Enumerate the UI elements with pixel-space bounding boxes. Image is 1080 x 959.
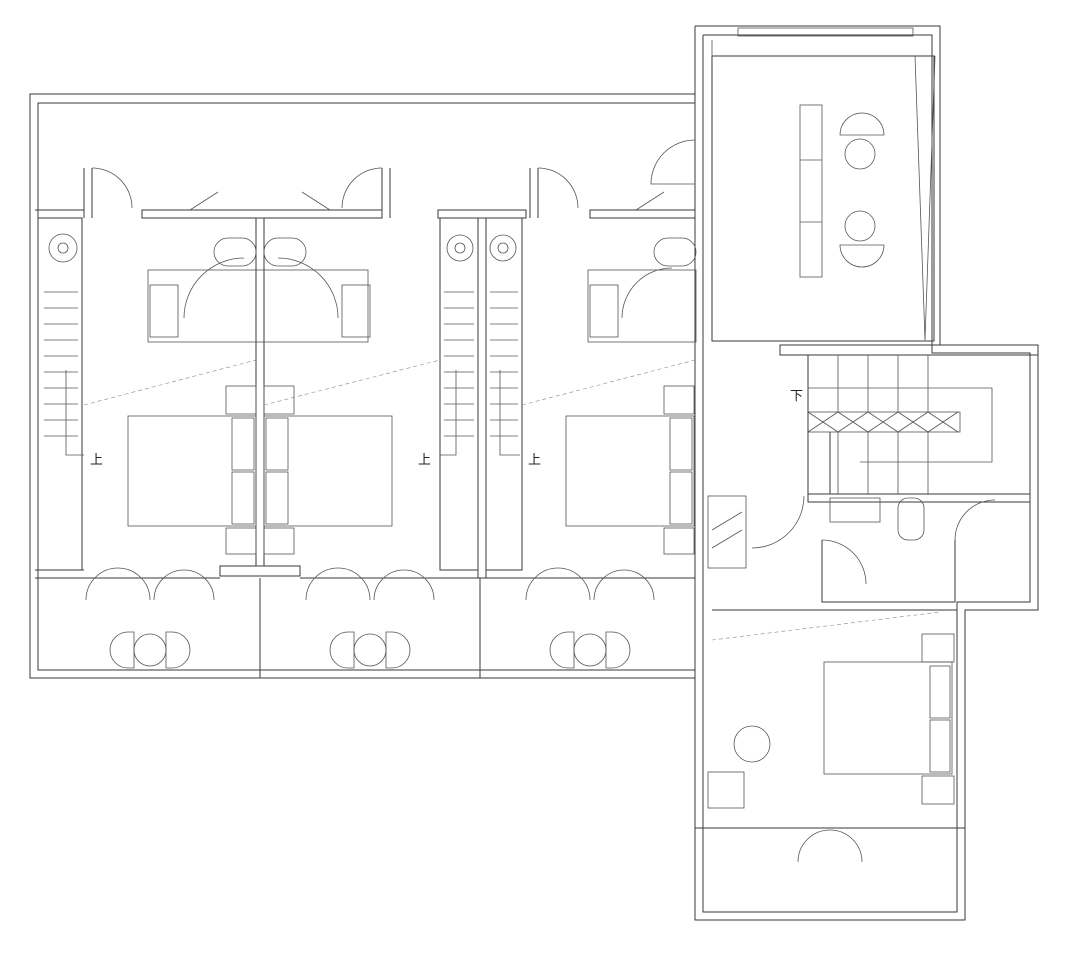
stair-up-label-3: 上 [528,453,541,468]
left-wing-walls [35,168,697,678]
stair-labels: 上 上 上 下 [90,389,803,468]
bath-fixtures-left [48,233,697,338]
beds-left [127,385,695,555]
terrace-furniture-left [109,631,631,669]
outer-walls [29,25,1039,921]
lounge-furniture [799,104,885,278]
ceiling-lines-left [83,359,696,406]
stair-up-label-1: 上 [90,453,103,468]
right-tower-interior [650,139,1039,921]
stair-up-label-2: 上 [418,453,431,468]
stair-treads-left [44,291,520,456]
stair-down-label: 下 [790,389,803,404]
door-swings-left [85,167,665,601]
